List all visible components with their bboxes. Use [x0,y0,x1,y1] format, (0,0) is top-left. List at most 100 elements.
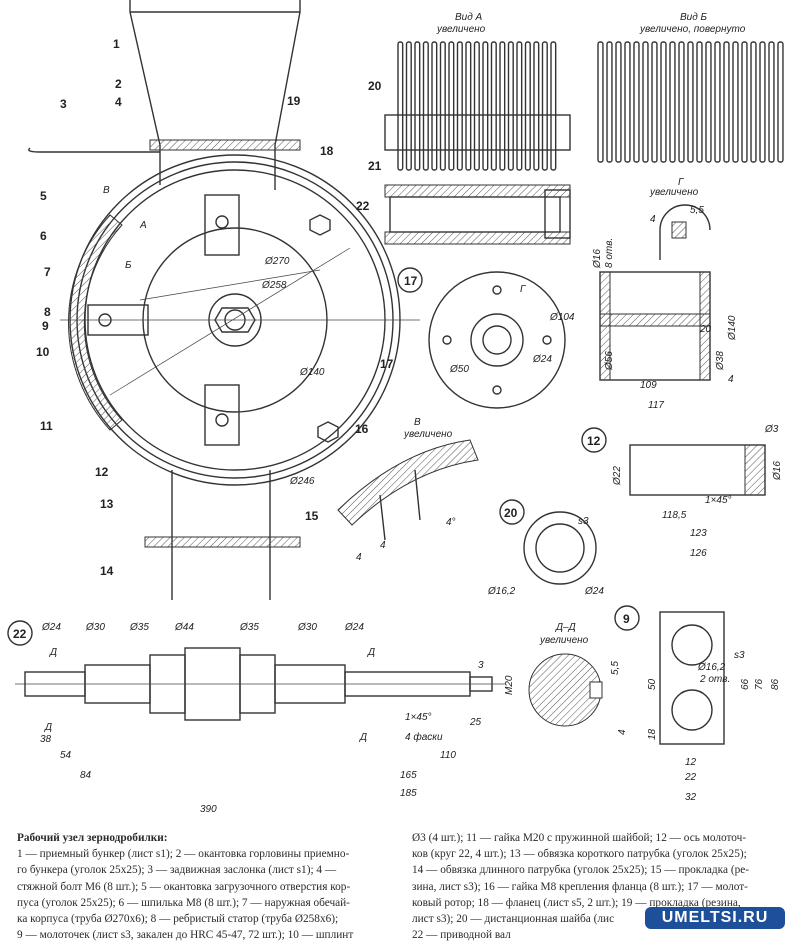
svg-text:66: 66 [740,678,751,690]
caption-line: зина, лист s3); 16 — гайка М8 крепления … [412,880,748,893]
svg-text:2 отв.: 2 отв. [699,674,730,685]
svg-text:118,5: 118,5 [662,510,687,521]
svg-text:123: 123 [690,528,707,539]
caption-title: Рабочий узел зернодробилки: [17,832,168,844]
caption-line: стяжной болт М6 (8 шт.); 5 — окантовка з… [17,880,351,893]
view-a: Вид А увеличено [384,12,571,245]
svg-text:8 отв.: 8 отв. [604,238,615,268]
callout-2: 2 [115,77,122,91]
rotor-fin [732,41,739,163]
svg-text:4 фаски: 4 фаски [405,731,443,743]
callout-7: 7 [44,265,51,279]
svg-text:Д–Д: Д–Д [555,622,576,633]
callout-17: 17 [380,357,394,371]
svg-text:9: 9 [623,612,630,626]
svg-text:22: 22 [684,772,697,783]
svg-text:Ø3: Ø3 [764,424,779,435]
svg-text:165: 165 [400,770,417,781]
svg-text:M20: M20 [504,675,515,695]
rotor-fin [759,41,766,163]
svg-text:Ø24: Ø24 [584,586,604,597]
svg-text:20: 20 [699,324,712,335]
svg-text:Ø30: Ø30 [297,622,317,633]
svg-text:s3: s3 [734,650,745,661]
dim-d258: Ø258 [261,280,287,291]
caption-line: ка корпуса (труба Ø270х6); 8 — ребристый… [17,913,339,926]
svg-text:1×45°: 1×45° [405,712,432,723]
svg-text:В: В [414,417,421,428]
callout-12: 12 [95,465,109,479]
caption-line: ков (круг 22, 4 шт.); 13 — обвязка корот… [412,848,747,861]
svg-text:Вид Б: Вид Б [680,12,708,23]
svg-text:126: 126 [690,548,707,559]
rotor-fin [524,41,531,171]
svg-text:Ø22: Ø22 [612,466,623,486]
section-mark-a: А [139,220,147,231]
svg-text:17: 17 [404,274,418,288]
callout-18: 18 [320,144,334,158]
svg-text:50: 50 [647,678,658,690]
callout-13: 13 [100,497,114,511]
rotor-fin [606,41,613,163]
rotor-fin [723,41,730,163]
svg-text:5,5: 5,5 [690,205,704,216]
svg-text:18: 18 [647,728,658,740]
svg-text:4: 4 [356,552,362,563]
svg-text:4: 4 [617,729,628,735]
lower-pipe [171,470,271,600]
callout-16: 16 [355,422,369,436]
rotor-fin [550,41,557,171]
callout-8: 8 [44,305,51,319]
rotor-fin [741,41,748,163]
callout-6: 6 [40,229,47,243]
svg-text:5,5: 5,5 [610,661,621,675]
rotor-fin [768,41,775,163]
rotor-fin [660,41,667,163]
svg-text:25: 25 [469,717,482,728]
rotor-fin [490,41,497,171]
hammer-detail: 9 Ø16,2 2 отв. s3 50 18 66 76 86 12 22 3… [614,605,781,803]
section-mark-b: Б [125,260,132,271]
caption-line: лист s3); 20 — дистанционная шайба (лис [412,913,615,926]
svg-text:Д: Д [44,722,52,733]
rotor-fin [473,41,480,171]
rotor-fin [624,41,631,163]
svg-text:Вид А: Вид А [455,12,483,23]
svg-text:Ø16,2: Ø16,2 [697,662,726,673]
svg-text:Ø35: Ø35 [239,622,259,633]
caption-line: 1 — приемный бункер (лист s1); 2 — окант… [17,848,350,861]
caption-line: 22 — приводной вал [412,929,511,942]
callout-9: 9 [42,319,49,333]
dim-d140: Ø140 [299,367,325,378]
svg-text:Ø50: Ø50 [449,364,469,375]
rotor-fin [687,41,694,163]
callout-15: 15 [305,509,319,523]
rotor-fin [397,41,404,171]
svg-text:Ø44: Ø44 [174,622,194,633]
shaft-detail: 22 Ø24 Ø30 Ø35 Ø44 Ø35 Ø30 Ø24 Д Д Д Д 3… [7,620,515,815]
svg-text:4: 4 [728,374,734,385]
rotor-fin [422,41,429,171]
svg-text:Ø140: Ø140 [727,315,738,341]
washer-detail: 20 s3 Ø16,2 Ø24 [487,499,604,597]
hopper [129,0,301,146]
caption-line: пуса (уголок 25х25); 6 — шпилька М8 (8 ш… [17,896,350,909]
svg-text:Ø56: Ø56 [604,351,615,371]
rotor-fin [456,41,463,171]
callout-22: 22 [356,199,370,213]
svg-text:76: 76 [754,678,765,690]
callout-3: 3 [60,97,67,111]
svg-text:Ø24: Ø24 [532,354,552,365]
svg-text:увеличено, повернуто: увеличено, повернуто [639,24,746,35]
rotor-fin [541,41,548,171]
svg-text:увеличено: увеличено [539,635,589,646]
detail-v: В увеличено 4° 4 4 [337,417,479,563]
rotor-fin [507,41,514,171]
rotor-fin [678,41,685,163]
svg-text:109: 109 [640,380,657,391]
watermark-logo: UMELTSI.RU [645,907,785,929]
callout-4: 4 [115,95,122,109]
dim-d270: Ø270 [264,256,290,267]
rotor-fin [750,41,757,163]
rotor-fin [448,41,455,171]
